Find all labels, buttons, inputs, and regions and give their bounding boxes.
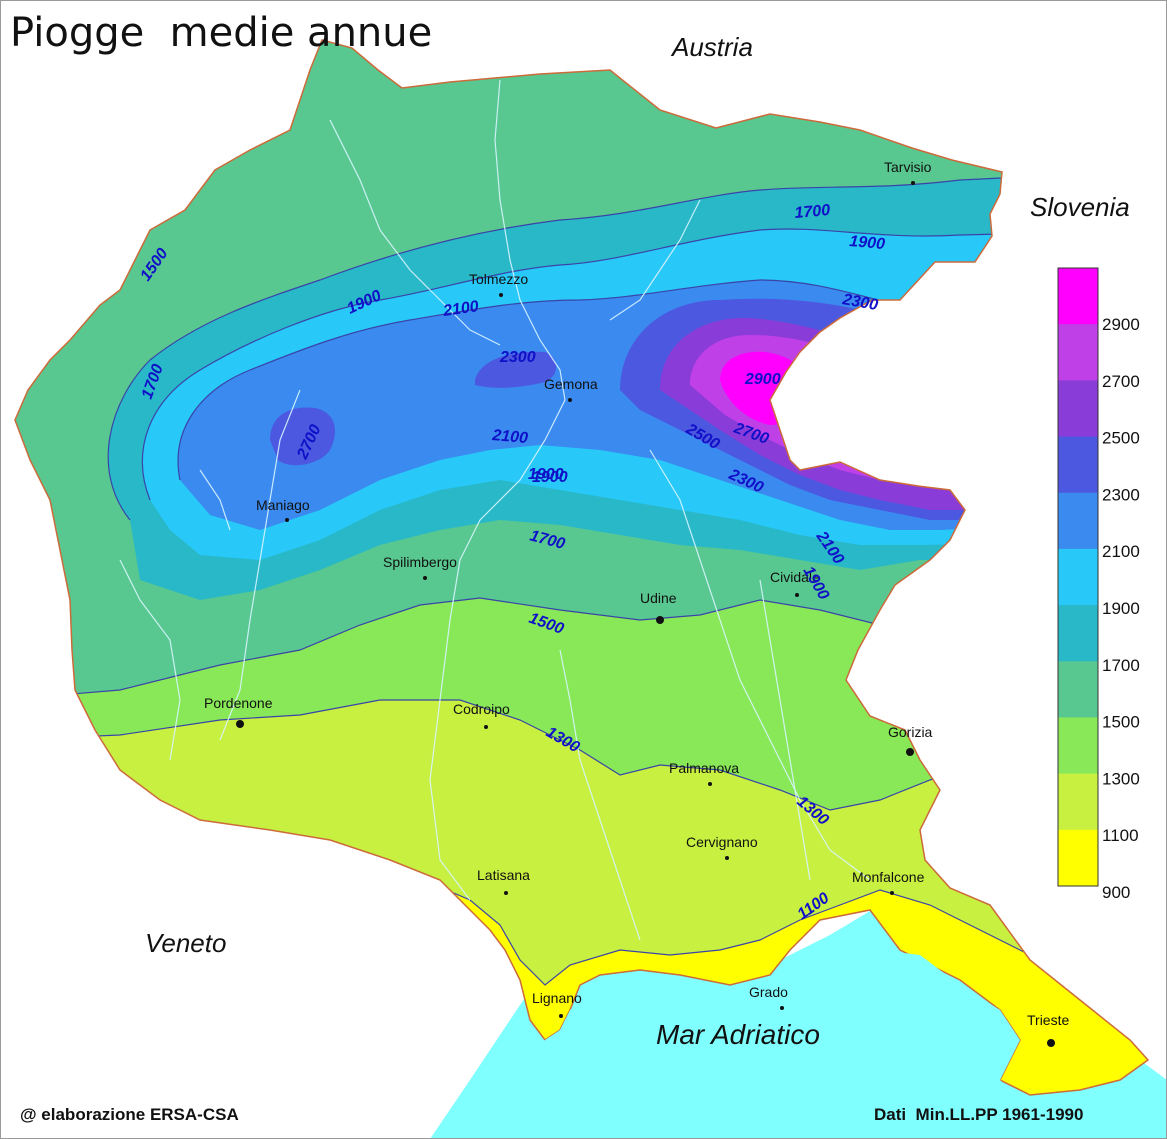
legend: 2900 2700 2500 2300 2100 1900 1700 1500 1300 1100… (1057, 267, 1140, 902)
legend-value-label: 2500 (1102, 429, 1140, 448)
legend-swatch (1058, 268, 1098, 325)
legend-swatch (1058, 324, 1098, 381)
city-marker-gorizia (906, 748, 914, 756)
city-label-gorizia: Gorizia (888, 724, 933, 740)
city-marker-gemona (568, 398, 572, 402)
country-label-austria: Austria (670, 32, 753, 62)
legend-swatches (1058, 268, 1098, 887)
legend-swatch (1058, 717, 1098, 775)
city-label-maniago: Maniago (256, 497, 310, 513)
isoline-label: 1900 (528, 466, 564, 483)
city-marker-trieste (1047, 1039, 1055, 1047)
city-marker-cividale (795, 593, 799, 597)
city-marker-udine (656, 616, 664, 624)
city-label-pordenone: Pordenone (204, 695, 273, 711)
legend-swatch (1058, 829, 1098, 887)
city-marker-pordenone (236, 720, 244, 728)
city-marker-codroipo (484, 725, 488, 729)
city-label-monfalcone: Monfalcone (852, 869, 925, 885)
isoline-label: 2300 (840, 291, 879, 314)
legend-value-label: 1900 (1102, 599, 1140, 618)
city-label-latisana: Latisana (477, 867, 530, 883)
city-marker-grado (780, 1006, 784, 1010)
isoline-label: 1900 (532, 469, 568, 486)
legend-frame (1057, 267, 1099, 887)
city-label-cervignano: Cervignano (686, 834, 758, 850)
sea-label: Mar Adriatico (656, 1019, 820, 1050)
band-2300-west (270, 407, 335, 466)
map-title: Piogge medie annue (10, 10, 432, 56)
city-label-grado: Grado (749, 984, 788, 1000)
city-markers: Tarvisio Tolmezzo Gemona Maniago Spilimb… (204, 159, 1069, 1047)
legend-swatch (1058, 436, 1098, 494)
country-label-slovenia: Slovenia (1030, 192, 1130, 222)
country-label-veneto: Veneto (145, 928, 226, 958)
city-label-trieste: Trieste (1027, 1012, 1069, 1028)
band-2300-central (475, 351, 557, 388)
city-label-palmanova: Palmanova (669, 760, 739, 776)
legend-value-label: 2300 (1102, 485, 1140, 504)
legend-value-label: 1700 (1102, 656, 1140, 675)
city-label-spilimbergo: Spilimbergo (383, 554, 457, 570)
city-label-udine: Udine (640, 590, 677, 606)
legend-value-label: 2700 (1102, 372, 1140, 391)
city-label-tarvisio: Tarvisio (884, 159, 932, 175)
isoline-label: 2100 (491, 427, 529, 447)
legend-swatch (1058, 773, 1098, 831)
city-label-codroipo: Codroipo (453, 701, 510, 717)
legend-value-label: 2900 (1102, 315, 1140, 334)
legend-value-label: 900 (1102, 883, 1130, 902)
legend-value-label: 1300 (1102, 769, 1140, 788)
source-text: Dati Min.LL.PP 1961-1990 (874, 1105, 1083, 1124)
isoline-label: 2100 (441, 298, 480, 320)
city-marker-monfalcone (890, 891, 894, 895)
region-border (14, 39, 1150, 1096)
city-marker-latisana (504, 891, 508, 895)
legend-labels: 2900 2700 2500 2300 2100 1900 1700 1500 1300 1100… (1102, 315, 1140, 902)
isolines (15, 169, 1148, 1011)
legend-value-label: 2100 (1102, 542, 1140, 561)
isoline-label: 2900 (744, 371, 781, 388)
legend-swatch (1058, 661, 1098, 718)
legend-swatch (1058, 492, 1098, 550)
legend-swatch (1058, 548, 1098, 606)
legend-swatch (1058, 605, 1098, 662)
city-label-gemona: Gemona (544, 376, 598, 392)
city-marker-lignano (559, 1014, 563, 1018)
isoline-label: 2300 (499, 349, 536, 366)
city-label-tolmezzo: Tolmezzo (469, 271, 528, 287)
legend-value-label: 1500 (1102, 713, 1140, 732)
city-label-cividale: Cividale (770, 569, 820, 585)
isoline-label: 1700 (794, 202, 831, 222)
city-marker-spilimbergo (423, 576, 427, 580)
city-label-lignano: Lignano (532, 990, 582, 1006)
credit-text: @ elaborazione ERSA-CSA (20, 1105, 239, 1124)
city-marker-cervignano (725, 856, 729, 860)
legend-swatch (1058, 380, 1098, 438)
city-marker-tarvisio (911, 181, 915, 185)
city-marker-maniago (285, 518, 289, 522)
rivers (119, 79, 871, 941)
city-marker-tolmezzo (499, 293, 503, 297)
sea-overlay (505, 950, 1060, 1139)
legend-value-label: 1100 (1102, 826, 1139, 845)
city-marker-palmanova (708, 782, 712, 786)
isoline-label: 1900 (849, 233, 886, 253)
